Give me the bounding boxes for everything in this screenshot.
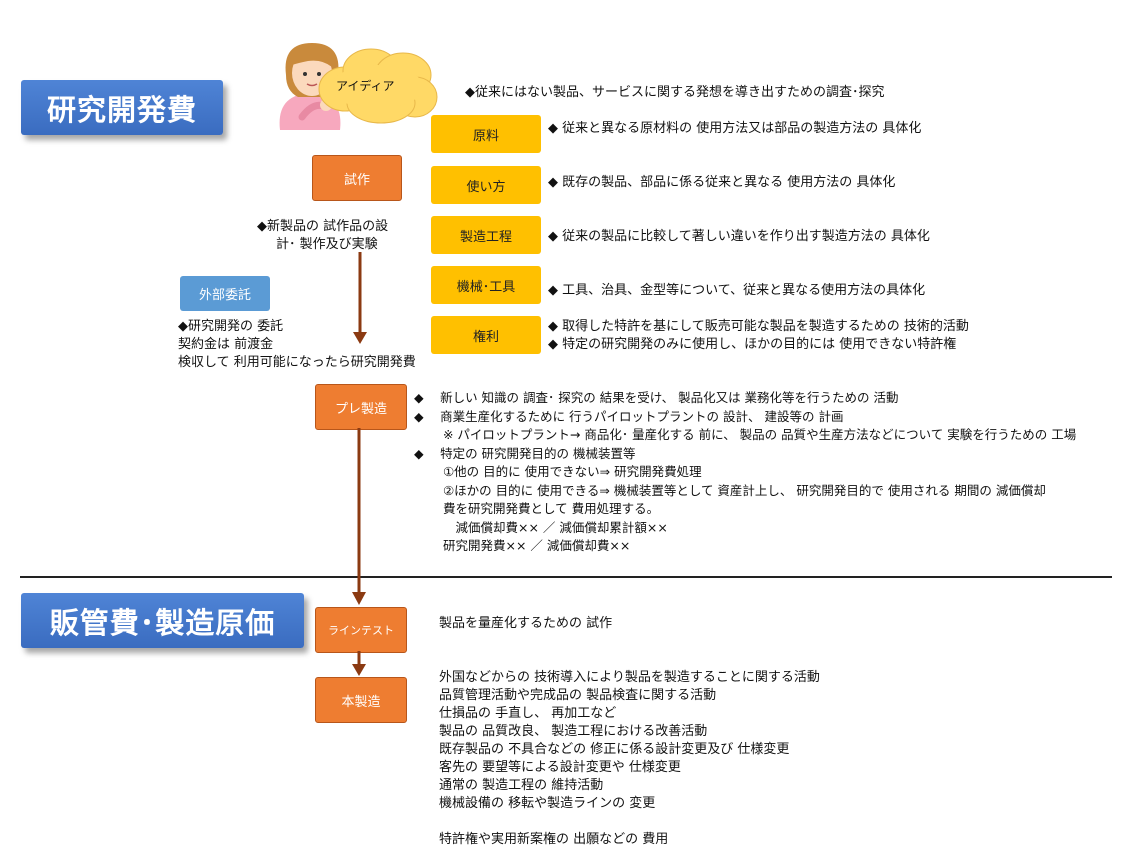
desc-line: ◆ 従来と異なる原材料の 使用方法又は部品の製造方法の 具体化 [548, 121, 922, 136]
trial-production-box: 試作 [312, 155, 402, 201]
desc-line: 外国などからの 技術導入により製品を製造することに関する活動 [439, 670, 820, 685]
line-test-label: ラインテスト [328, 624, 394, 637]
sales-cost-heading-text: 販管費･製造原価 [49, 605, 276, 640]
category-material-box: 原料 [431, 115, 541, 153]
desc-line: ◆ 商業生産化するために 行うパイロットプラントの 設計、 建設等の 計画 [414, 408, 844, 424]
arrow-pre-to-linetest-head [352, 592, 366, 605]
pre-production-label: プレ製造 [334, 401, 387, 417]
category-usage-desc: ◆ 既存の製品、部品に係る従来と異なる 使用方法の 具体化 [548, 174, 895, 192]
pre-production-desc: ◆ 新しい 知識の 調査･ 探究の 結果を受け、 製品化又は 業務化等を行うため… [414, 389, 1076, 556]
desc-line: ※ パイロットプラント→ 商品化･ 量産化する 前に、 製品の 品質や生産方法な… [414, 427, 1077, 442]
section-divider [20, 576, 1112, 578]
desc-line: 特許権や実用新案権の 出願などの 費用 [439, 832, 669, 847]
desc-line: ◆ 従来の製品に比較して著しい違いを作り出す製造方法の 具体化 [548, 229, 930, 244]
category-rights-desc: ◆ 取得した特許を基にして販売可能な製品を製造するための 技術的活動 ◆ 特定の… [548, 318, 969, 354]
idea-cloud-label: アイディア [336, 79, 395, 93]
thought-cloud-icon [318, 48, 438, 124]
desc-line: ①他の 目的に 使用できない⇒ 研究開発費処理 [414, 464, 702, 479]
pre-production-box: プレ製造 [315, 384, 407, 430]
desc-line: 減価償却費×× ／ 減価償却累計額×× [414, 519, 668, 535]
desc-line: 研究開発費×× ／ 減価償却費×× [414, 538, 631, 553]
outsourcing-desc: ◆研究開発の 委託 契約金は 前渡金 検収して 利用可能になったら研究開発費 [178, 318, 416, 372]
trial-production-label: 試作 [343, 172, 370, 188]
desc-line: 客先の 要望等による設計変更や 仕様変更 [439, 760, 681, 775]
desc-line: 仕損品の 手直し、 再加工など [439, 706, 617, 721]
desc-line: 既存製品の 不具合などの 修正に係る設計変更及び 仕様変更 [439, 742, 790, 757]
main-production-box: 本製造 [315, 677, 407, 723]
category-rights-box: 権利 [431, 316, 541, 354]
line-test-desc: 製品を量産化するための 試作 [439, 616, 613, 631]
category-usage-label: 使い方 [466, 179, 506, 195]
desc-line: ②ほかの 目的に 使用できる⇒ 機械装置等として 資産計上し、 研究開発目的で … [414, 482, 1046, 498]
desc-line: ◆ 特定の 研究開発目的の 機械装置等 [414, 445, 636, 461]
idea-description: ◆従来にはない製品、サービスに関する発想を導き出すための調査･探究 [465, 85, 885, 100]
desc-line: ◆新製品の 試作品の設 [257, 219, 389, 234]
desc-line: 費を研究開発費として 費用処理する。 [414, 501, 660, 516]
research-cost-heading-text: 研究開発費 [46, 92, 197, 127]
outsourcing-box: 外部委託 [180, 276, 270, 311]
category-material-label: 原料 [472, 128, 499, 144]
outsourcing-label: 外部委託 [198, 288, 251, 303]
desc-line: ◆研究開発の 委託 [178, 319, 284, 334]
desc-line: ◆ 新しい 知識の 調査･ 探究の 結果を受け、 製品化又は 業務化等を行うため… [414, 390, 899, 405]
desc-line: 機械設備の 移転や製造ラインの 変更 [439, 796, 656, 811]
research-cost-heading: 研究開発費 [21, 80, 223, 135]
category-rights-label: 権利 [472, 329, 499, 345]
desc-line: ◆ 取得した特許を基にして販売可能な製品を製造するための 技術的活動 [548, 319, 969, 334]
arrow-trial-to-pre-head [353, 332, 367, 344]
desc-line: 契約金は 前渡金 [178, 337, 274, 352]
category-usage-box: 使い方 [431, 166, 541, 204]
desc-line: ◆ 既存の製品、部品に係る従来と異なる 使用方法の 具体化 [548, 175, 896, 190]
desc-line: 検収して 利用可能になったら研究開発費 [178, 355, 416, 370]
main-production-label: 本製造 [341, 694, 381, 710]
category-process-label: 製造工程 [459, 229, 512, 245]
line-test-box: ラインテスト [315, 607, 407, 653]
main-production-desc: 外国などからの 技術導入により製品を製造することに関する活動 品質管理活動や完成… [439, 669, 820, 849]
desc-line: 計･ 製作及び実験 [276, 237, 378, 252]
category-process-box: 製造工程 [431, 216, 541, 254]
desc-line: 通常の 製造工程の 維持活動 [439, 778, 604, 793]
sales-cost-heading: 販管費･製造原価 [21, 593, 304, 648]
category-material-desc: ◆ 従来と異なる原材料の 使用方法又は部品の製造方法の 具体化 [548, 120, 921, 138]
category-tools-label: 機械･工具 [456, 279, 516, 295]
desc-line: ◆ 特定の研究開発のみに使用し、ほかの目的には 使用できない特許権 [548, 337, 957, 352]
desc-line: 品質管理活動や完成品の 製品検査に関する活動 [439, 688, 717, 703]
desc-line: ◆ 工具、治具、金型等について、従来と異なる使用方法の具体化 [548, 283, 926, 298]
desc-line: 製品の 品質改良、 製造工程における改善活動 [439, 724, 708, 739]
category-tools-box: 機械･工具 [431, 266, 541, 304]
arrow-linetest-to-main-head [352, 664, 366, 676]
trial-production-desc: ◆新製品の 試作品の設 計･ 製作及び実験 [257, 218, 388, 254]
category-tools-desc: ◆ 工具、治具、金型等について、従来と異なる使用方法の具体化 [548, 282, 925, 300]
category-process-desc: ◆ 従来の製品に比較して著しい違いを作り出す製造方法の 具体化 [548, 228, 930, 246]
